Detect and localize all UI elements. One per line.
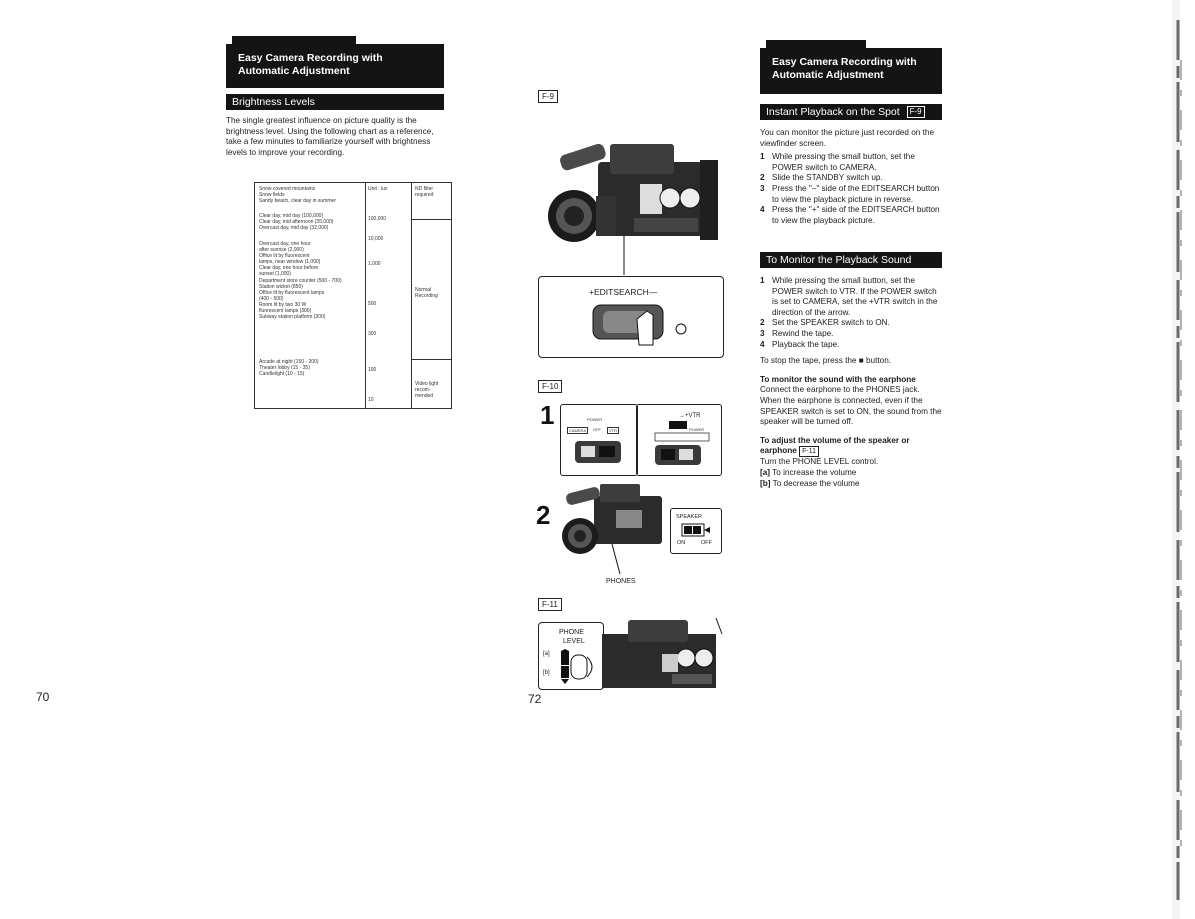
- fig10-switch-camera: CAMERA: [567, 427, 589, 434]
- camcorder-illustration-f11: [602, 617, 723, 688]
- page-number-70: 70: [36, 690, 50, 704]
- stop-tape-text: To stop the tape, press the ■ button.: [760, 356, 892, 366]
- table-scenes-1: Snow covered mountains Snow fields Sandy…: [259, 186, 336, 205]
- table-lux-10000: 10,000: [368, 236, 384, 242]
- fig10-power-label-right: POWER: [689, 427, 705, 432]
- phones-jack-label: PHONES: [606, 578, 636, 585]
- fig10-panel-left: POWER CAMERA OFF VTR: [560, 404, 638, 476]
- table-lux-300: 300: [368, 331, 377, 337]
- brightness-intro: The single greatest influence on picture…: [226, 116, 434, 157]
- volume-a-row: [a] To increase the volume: [760, 467, 857, 477]
- editsearch-label: +EDITSEARCH—: [589, 287, 658, 297]
- monitor-sound-fig-tag: F-10: [770, 270, 793, 282]
- table-hline-2: [411, 359, 451, 360]
- fig10-power-switch-left: [575, 441, 621, 463]
- speaker-label: SPEAKER: [676, 514, 702, 520]
- editsearch-button-illustration: [592, 304, 687, 346]
- left-page-banner: Easy Camera Recording with Automatic Adj…: [226, 36, 444, 88]
- table-filter-nd: ND filter required: [415, 186, 434, 199]
- table-hline-1: [411, 219, 451, 220]
- instant-playback-fig-tag: F-9: [906, 106, 925, 118]
- table-divider-2: [411, 183, 412, 408]
- right-banner-text: Easy Camera Recording with Automatic Adj…: [772, 56, 917, 81]
- fig10-step-2-number: 2: [536, 500, 551, 530]
- fig10-power-switch-right: [654, 421, 710, 465]
- phone-level-dial-icon: [561, 649, 593, 684]
- table-scenes-4: Arcade at night (150 - 200) Theater lobb…: [259, 359, 319, 378]
- binding-edge-shadow: [1172, 0, 1182, 919]
- earphone-heading: To monitor the sound with the earphone: [760, 374, 916, 384]
- fig10-switch-vtr: VTR: [607, 427, 619, 434]
- table-lux-500: 500: [368, 301, 377, 307]
- left-banner-text: Easy Camera Recording with Automatic Adj…: [238, 52, 383, 77]
- table-unit-header: Unit : lux: [368, 186, 388, 192]
- table-scenes-2: Clear day, mid day (100,000) Clear day, …: [259, 213, 334, 232]
- fig10-panel-right: →+VTR POWER: [636, 404, 722, 476]
- right-page-banner: Easy Camera Recording with Automatic Adj…: [760, 40, 942, 94]
- page-number-72: 72: [528, 692, 542, 706]
- fig11-a-label: [a]: [543, 651, 550, 657]
- earphone-text: Connect the earphone to the PHONES jack.…: [760, 385, 942, 427]
- speaker-switch-callout: SPEAKER ON OFF: [670, 508, 722, 554]
- fig11-b-label: [b]: [543, 670, 550, 676]
- table-lux-100000: 100,000: [368, 216, 387, 222]
- table-scenes-3: Overcast day, one hour after sunrise (2,…: [259, 241, 342, 321]
- volume-text: Turn the PHONE LEVEL control.: [760, 457, 879, 467]
- camcorder-illustration-f10: [562, 484, 662, 575]
- brightness-levels-title: Brightness Levels: [226, 94, 444, 110]
- phone-level-callout: PHONE LEVEL [a] [b]: [538, 622, 604, 690]
- table-filter-video: Video light recom- mended: [415, 381, 439, 400]
- speaker-off-label: OFF: [701, 540, 712, 546]
- speaker-on-label: ON: [677, 540, 686, 546]
- instant-playback-body: You can monitor the picture just recorde…: [760, 128, 942, 226]
- table-lux-100: 100: [368, 367, 377, 373]
- right-banner-tab: [766, 40, 866, 50]
- table-lux-10: 10: [368, 397, 374, 403]
- fig10-power-label: POWER: [587, 417, 603, 422]
- speaker-switch-icon: [681, 523, 710, 537]
- level-label: LEVEL: [563, 638, 585, 645]
- fig-11-label: F-11: [538, 598, 562, 611]
- table-filter-normal: Normal Recording: [415, 287, 438, 300]
- phone-label: PHONE: [559, 629, 584, 636]
- instant-playback-title: Instant Playback on the Spot F-9: [760, 104, 942, 120]
- fig-10-label: F-10: [538, 380, 563, 393]
- table-divider-1: [365, 183, 366, 408]
- volume-b-row: [b] To decrease the volume: [760, 478, 860, 488]
- brightness-table: Snow covered mountains Snow fields Sandy…: [254, 182, 452, 409]
- camcorder-illustration-f9: [548, 143, 718, 275]
- banner-tab: [232, 36, 356, 46]
- monitor-playback-sound-title: To Monitor the Playback Sound F-10: [760, 252, 942, 282]
- volume-heading: To adjust the volume of the speaker or e…: [760, 435, 910, 458]
- fig10-switch-off: OFF: [593, 427, 601, 432]
- fig10-step-1-number: 1: [540, 400, 555, 430]
- fig10-vtr-arrow: →+VTR: [679, 413, 701, 419]
- volume-fig-tag: F-11: [799, 446, 820, 458]
- table-lux-1000: 1,000: [368, 261, 381, 267]
- editsearch-callout-box: +EDITSEARCH—: [538, 276, 724, 358]
- fig-9-label: F-9: [538, 90, 558, 103]
